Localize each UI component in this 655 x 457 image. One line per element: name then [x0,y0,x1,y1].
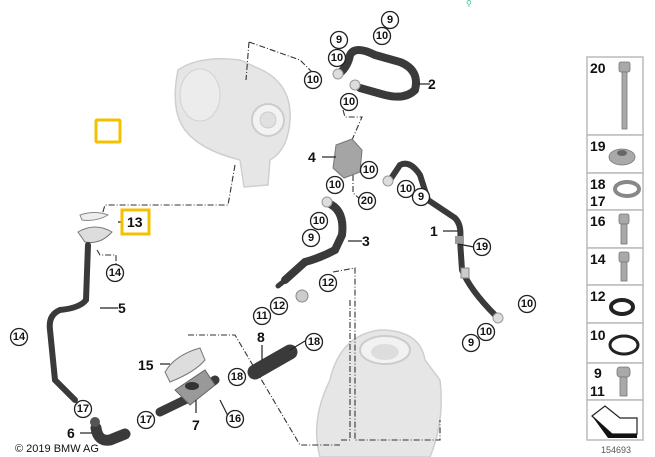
callout-10[interactable]: 10 [372,26,392,46]
callout-17[interactable]: 17 [73,399,93,419]
svg-text:10: 10 [331,52,343,64]
part-label-7[interactable]: 7 [192,417,200,433]
svg-text:10: 10 [521,298,533,310]
panel-label-20[interactable]: 20 [590,60,606,76]
callout-9[interactable]: 9 [411,187,431,207]
callout-10[interactable]: 10 [339,92,359,112]
svg-text:9: 9 [336,34,342,46]
svg-text:14: 14 [13,331,26,343]
callout-10[interactable]: 10 [325,175,345,195]
part-label-6[interactable]: 6 [67,425,75,441]
callout-10[interactable]: 10 [476,322,496,342]
svg-text:17: 17 [77,403,89,415]
callout-16[interactable]: 16 [225,409,245,429]
svg-text:10: 10 [400,183,412,195]
part-label-15[interactable]: 15 [138,357,154,373]
callout-20[interactable]: 20 [357,191,377,211]
callout-18[interactable]: 18 [304,332,324,352]
callout-9[interactable]: 9 [380,10,400,30]
callout-9[interactable]: 9 [461,333,481,353]
svg-text:10: 10 [376,30,388,42]
svg-text:10: 10 [480,326,492,338]
svg-text:12: 12 [273,300,285,312]
flange-nut-icon [608,148,636,166]
panel-label-10[interactable]: 10 [590,327,606,343]
svg-text:19: 19 [476,241,488,253]
svg-text:13: 13 [127,214,143,230]
highlight-marker[interactable] [94,118,122,144]
callout-17[interactable]: 17 [136,410,156,430]
sealing-ring-icon [609,298,635,316]
part-label-2[interactable]: 2 [428,76,436,92]
panel-label-17[interactable]: 17 [590,193,606,209]
panel-label-9[interactable]: 9 [594,365,602,381]
svg-text:17: 17 [140,414,152,426]
panel-label-14[interactable]: 14 [590,251,606,267]
callout-14[interactable]: 14 [9,327,29,347]
svg-text:11: 11 [256,310,268,322]
callout-10[interactable]: 10 [309,211,329,231]
part-label-13-highlighted[interactable]: 13 [120,208,151,236]
callout-10[interactable]: 10 [303,70,323,90]
panel-label-18[interactable]: 18 [590,176,606,192]
svg-text:9: 9 [387,14,393,26]
panel-label-19[interactable]: 19 [590,138,606,154]
callout-10[interactable]: 10 [327,48,347,68]
callout-14[interactable]: 14 [105,263,125,283]
bolt-icon [618,251,630,282]
svg-text:20: 20 [361,195,373,207]
panel-label-16[interactable]: 16 [590,213,606,229]
part-label-5[interactable]: 5 [118,300,126,316]
svg-text:10: 10 [363,164,375,176]
callout-10[interactable]: 10 [396,179,416,199]
o-ring-icon [608,334,640,356]
part-label-3[interactable]: 3 [362,233,370,249]
turbocharger-illustration [174,58,291,188]
reference-number: 154693 [601,445,632,455]
svg-text:9: 9 [308,232,314,244]
callout-19[interactable]: 19 [472,237,492,257]
hose-clamp-icon [613,180,641,198]
callout-11[interactable]: 11 [252,306,272,326]
panel-label-12[interactable]: 12 [590,288,606,304]
svg-text:10: 10 [307,74,319,86]
svg-text:10: 10 [343,96,355,108]
bolt-icon [618,213,630,245]
turbocharger-lower-illustration [315,329,442,457]
callout-18[interactable]: 18 [227,367,247,387]
bolt-long-icon [618,61,631,130]
svg-text:9: 9 [418,191,424,203]
part-label-8[interactable]: 8 [257,329,265,345]
svg-text:12: 12 [322,277,334,289]
svg-text:14: 14 [109,267,122,279]
svg-text:9: 9 [468,337,474,349]
svg-text:16: 16 [229,413,241,425]
decorative-mark-icon: ⚲ [466,0,472,8]
parts-panel [586,56,644,441]
callout-10[interactable]: 10 [517,294,537,314]
callout-9[interactable]: 9 [329,30,349,50]
callout-9[interactable]: 9 [301,228,321,248]
arrow-icon [591,405,638,438]
part-label-1[interactable]: 1 [430,223,438,239]
svg-text:18: 18 [308,336,320,348]
svg-text:10: 10 [329,179,341,191]
copyright: © 2019 BMW AG [15,443,99,455]
panel-label-11[interactable]: 11 [590,383,605,399]
banjo-bolt-icon [616,366,631,397]
svg-text:10: 10 [313,215,325,227]
callout-12[interactable]: 12 [269,296,289,316]
callout-12[interactable]: 12 [318,273,338,293]
svg-text:18: 18 [231,371,243,383]
part-label-4[interactable]: 4 [308,149,316,165]
callout-10[interactable]: 10 [359,160,379,180]
